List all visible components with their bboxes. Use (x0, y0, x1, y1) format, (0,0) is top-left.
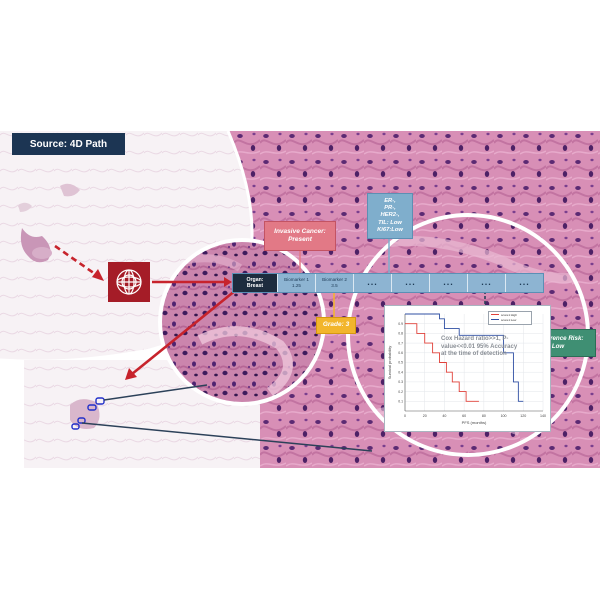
biomarker-value: 1.25 (292, 283, 301, 288)
biomarker-cell-more: ... (354, 274, 392, 292)
tissue-fragment (32, 247, 52, 259)
y-tick-label: 0.8 (398, 332, 403, 336)
dashed-arrow (54, 244, 99, 278)
biomarker-value: 3.5 (331, 283, 338, 288)
biomarker-cell-more: ... (468, 274, 506, 292)
km-plot-panel: 0 20 40 60 80 100 120 140 0.1 0.2 0.3 0.4 0.5 0.6 0.7 0… (384, 305, 551, 432)
arrow-head (125, 368, 137, 380)
arrow-head (224, 277, 232, 287)
ellipsis: ... (405, 277, 416, 288)
legend-label-low: score1:Low (501, 317, 517, 322)
organ-label: Organ: (246, 276, 264, 283)
connector-line (81, 422, 373, 452)
biomarker-label: Biomarker 2 (322, 277, 347, 283)
biomarker-label: Biomarker 1 (284, 277, 309, 283)
invasive-cancer-value: Present (288, 236, 312, 243)
analysis-grid-icon (116, 269, 142, 295)
y-tick-label: 0.4 (398, 370, 403, 374)
recurrence-risk-label: Recurrence Risk: (532, 335, 584, 343)
biomarker-cell: Biomarker 2 3.5 (316, 274, 354, 292)
her2-status: HER2-, (380, 212, 400, 219)
x-tick-label: 80 (482, 414, 486, 418)
arrow-head (92, 269, 104, 281)
pr-status: PR-, (384, 205, 396, 212)
roi-marker (71, 423, 80, 430)
y-tick-label: 0.2 (398, 390, 403, 394)
x-tick-label: 60 (462, 414, 466, 418)
x-tick-label: 140 (540, 414, 546, 418)
km-annotation: Cox Hazard ratio>>1, P-value<<0.01 95% A… (441, 336, 518, 358)
biomarker-cell-more: ... (392, 274, 430, 292)
km-legend: score1:High score1:Low (488, 311, 532, 325)
organ-value: Breast (246, 283, 264, 289)
legend-item-low: score1:Low (489, 317, 531, 322)
organ-cell: Organ: Breast (233, 274, 278, 292)
legend-swatch-high (491, 314, 499, 315)
y-tick-label: 0.3 (398, 380, 403, 384)
x-tick-label: 120 (520, 414, 526, 418)
grade-label: Grade: 3 (322, 321, 350, 329)
roi-marker (95, 397, 105, 405)
y-tick-label: 0.9 (398, 322, 403, 326)
legend-label-high: score1:High (501, 312, 518, 317)
y-tick-label: 0.5 (398, 361, 403, 365)
ellipsis: ... (519, 277, 530, 288)
legend-swatch-low (491, 319, 499, 320)
km-plot: 0 20 40 60 80 100 120 140 0.1 0.2 0.3 0.4 0.5 0.6 0.7 0… (387, 313, 546, 425)
connector-line (103, 384, 208, 401)
biomarker-cell: Biomarker 1 1.25 (278, 274, 316, 292)
er-status: ER-, (384, 197, 396, 204)
invasive-cancer-label: Invasive Cancer: (274, 227, 326, 235)
y-tick-label: 0.7 (398, 341, 403, 345)
source-badge: Source: 4D Path (12, 133, 125, 155)
receptor-status-box: ER-, PR-, HER2-, TIL: Low Ki67:Low (367, 193, 413, 239)
ellipsis: ... (443, 277, 454, 288)
arrow (131, 288, 237, 376)
til-status: TIL: Low (378, 219, 402, 226)
y-axis-label: Survival probability (387, 346, 392, 380)
x-tick-label: 100 (501, 414, 507, 418)
km-series-low (405, 313, 524, 402)
x-tick-label: 40 (442, 414, 446, 418)
ki67-status: Ki67:Low (377, 226, 403, 233)
y-tick-label: 0.6 (398, 351, 403, 355)
invasive-cancer-box: Invasive Cancer: Present (264, 221, 336, 251)
tissue-fragment (18, 202, 32, 212)
ellipsis: ... (481, 277, 492, 288)
x-axis-label: PFS (months) (462, 420, 487, 425)
biomarker-bar: Organ: Breast Biomarker 1 1.25 Biomarker… (232, 273, 544, 293)
biomarker-cell-more: ... (506, 274, 543, 292)
ellipsis: ... (367, 277, 378, 288)
biomarker-cell-more: ... (430, 274, 468, 292)
y-tick-label: 0.1 (398, 400, 403, 404)
km-series-high (405, 323, 479, 402)
grade-box: Grade: 3 (316, 317, 356, 334)
magnified-view-left (160, 240, 324, 404)
roi-marker (87, 404, 97, 411)
legend-item-high: score1:High (489, 312, 531, 317)
tissue-fragment (60, 183, 80, 197)
x-tick-label: 20 (423, 414, 427, 418)
recurrence-risk-value: Low (551, 343, 565, 350)
roi-marker (77, 417, 86, 424)
x-tick-label: 0 (404, 414, 406, 418)
